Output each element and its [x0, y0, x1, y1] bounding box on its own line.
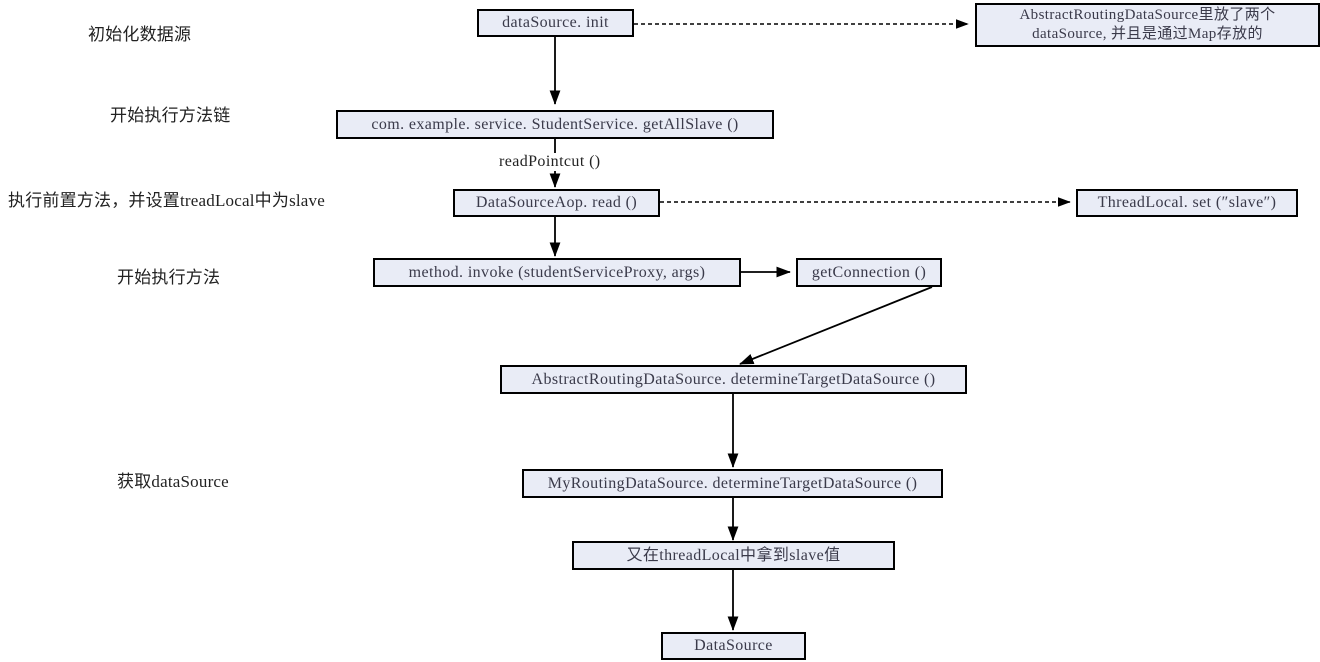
node-my-routing-determine[interactable]: MyRoutingDataSource. determineTargetData…	[522, 469, 943, 498]
node-annotation-abstract-routing[interactable]: AbstractRoutingDataSource里放了两个 dataSourc…	[975, 3, 1320, 47]
stage-label-before-advice: 执行前置方法，并设置treadLocal中为slave	[8, 191, 326, 210]
annotation-line-2: dataSource, 并且是通过Map存放的	[1032, 26, 1263, 42]
stage-label-init-datasource: 初始化数据源	[88, 25, 192, 44]
node-datasource-init[interactable]: dataSource. init	[477, 9, 634, 37]
node-datasource-aop-read[interactable]: DataSourceAop. read ()	[453, 189, 660, 217]
node-abstract-routing-determine[interactable]: AbstractRoutingDataSource. determineTarg…	[500, 365, 967, 394]
node-threadlocal-get-slave[interactable]: 又在threadLocal中拿到slave值	[572, 541, 895, 570]
node-get-connection[interactable]: getConnection ()	[796, 258, 942, 287]
node-method-invoke[interactable]: method. invoke (studentServiceProxy, arg…	[373, 258, 741, 287]
edge-label-read-pointcut: readPointcut ()	[496, 153, 604, 171]
stage-label-start-method: 开始执行方法	[117, 268, 221, 287]
edge-getconnection-to-abstractrouting	[739, 286, 933, 365]
stage-label-get-datasource: 获取dataSource	[117, 472, 229, 491]
node-student-service-getallslave[interactable]: com. example. service. StudentService. g…	[336, 110, 774, 139]
node-threadlocal-set-slave[interactable]: ThreadLocal. set (″slave″)	[1076, 189, 1298, 217]
annotation-line-1: AbstractRoutingDataSource里放了两个	[1019, 6, 1276, 23]
stage-label-start-method-chain: 开始执行方法链	[110, 106, 231, 125]
node-datasource[interactable]: DataSource	[661, 632, 806, 660]
